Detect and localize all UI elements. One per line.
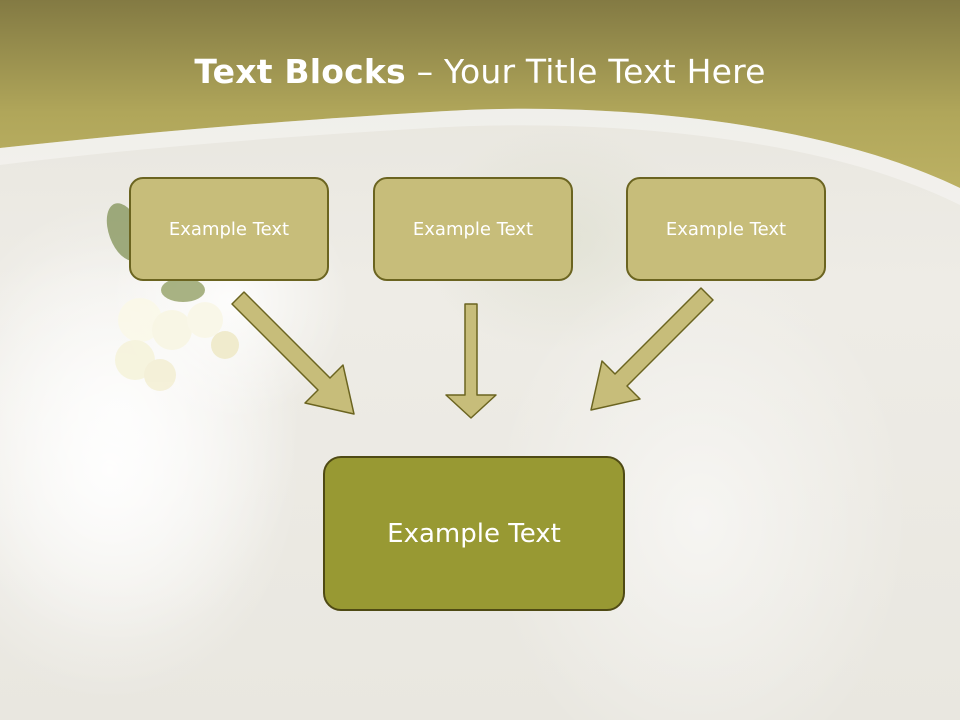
arrow-left-diagonal	[231, 291, 355, 415]
title-rest-part: Your Title Text Here	[443, 52, 766, 91]
text-block-2: Example Text	[373, 177, 573, 281]
title-dash: –	[405, 52, 444, 91]
text-block-result: Example Text	[323, 456, 625, 611]
header-band	[0, 0, 960, 188]
arrow-center-down	[445, 303, 497, 419]
arrow-right-diagonal	[590, 287, 714, 411]
flower-cluster	[106, 203, 239, 391]
header-swoosh	[0, 108, 960, 205]
title-bold-part: Text Blocks	[194, 52, 406, 91]
text-block-1: Example Text	[129, 177, 329, 281]
slide-title: Text Blocks – Your Title Text Here	[0, 52, 960, 91]
text-block-3: Example Text	[626, 177, 826, 281]
